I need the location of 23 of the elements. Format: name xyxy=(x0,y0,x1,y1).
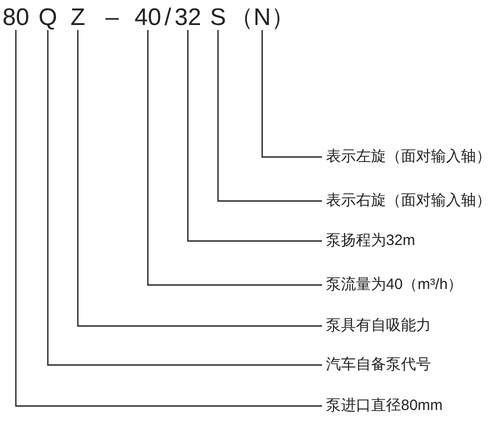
model-code-part: S xyxy=(210,6,226,30)
leader-line xyxy=(77,30,322,327)
leader-line xyxy=(261,30,322,158)
explanation-text: 表示右旋（面对输入轴） xyxy=(326,192,491,210)
explanation-text: 汽车自备泵代号 xyxy=(326,356,431,374)
leader-line xyxy=(47,30,322,366)
explanation-text: 泵具有自吸能力 xyxy=(326,317,431,335)
code-separator: / xyxy=(164,6,172,30)
leader-line xyxy=(217,30,322,202)
model-code-part: Z xyxy=(70,6,86,30)
leader-line xyxy=(147,30,322,286)
explanation-text: 泵进口直径80mm xyxy=(326,397,443,415)
leader-line xyxy=(15,30,322,407)
model-code-part: （N） xyxy=(230,6,295,30)
explanation-text: 表示左旋（面对输入轴） xyxy=(326,148,491,166)
explanation-text: 泵流量为40（m³/h） xyxy=(326,276,463,294)
code-separator: – xyxy=(106,6,119,30)
leader-line xyxy=(187,30,322,242)
model-code-part: 40 xyxy=(134,6,162,30)
explanation-text: 泵扬程为32m xyxy=(326,232,416,250)
model-code-part: 80 xyxy=(2,6,30,30)
model-code-part: Q xyxy=(38,6,58,30)
model-code-part: 32 xyxy=(174,6,202,30)
